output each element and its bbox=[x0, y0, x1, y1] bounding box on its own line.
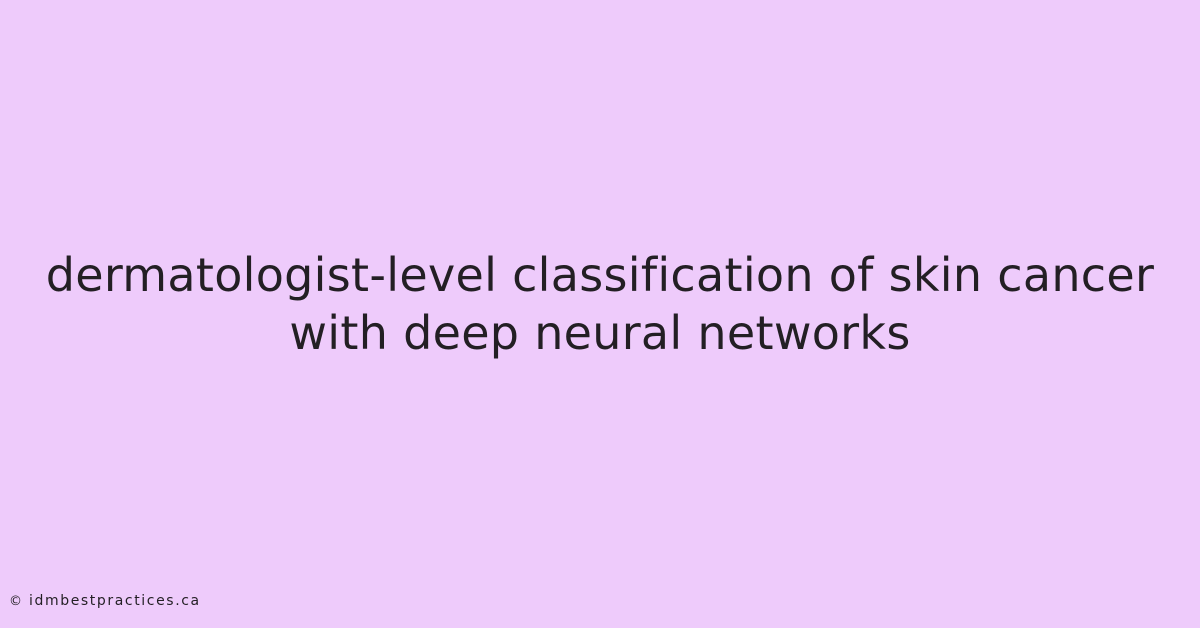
copyright-icon: © bbox=[9, 593, 22, 609]
headline-line-1: dermatologist-level classification of sk… bbox=[45, 248, 1155, 302]
headline-title: dermatologist-level classification of sk… bbox=[0, 246, 1200, 362]
site-credit: © idmbestpractices.ca bbox=[9, 591, 201, 611]
site-domain: idmbestpractices.ca bbox=[29, 593, 201, 609]
headline-line-2: with deep neural networks bbox=[289, 306, 911, 360]
